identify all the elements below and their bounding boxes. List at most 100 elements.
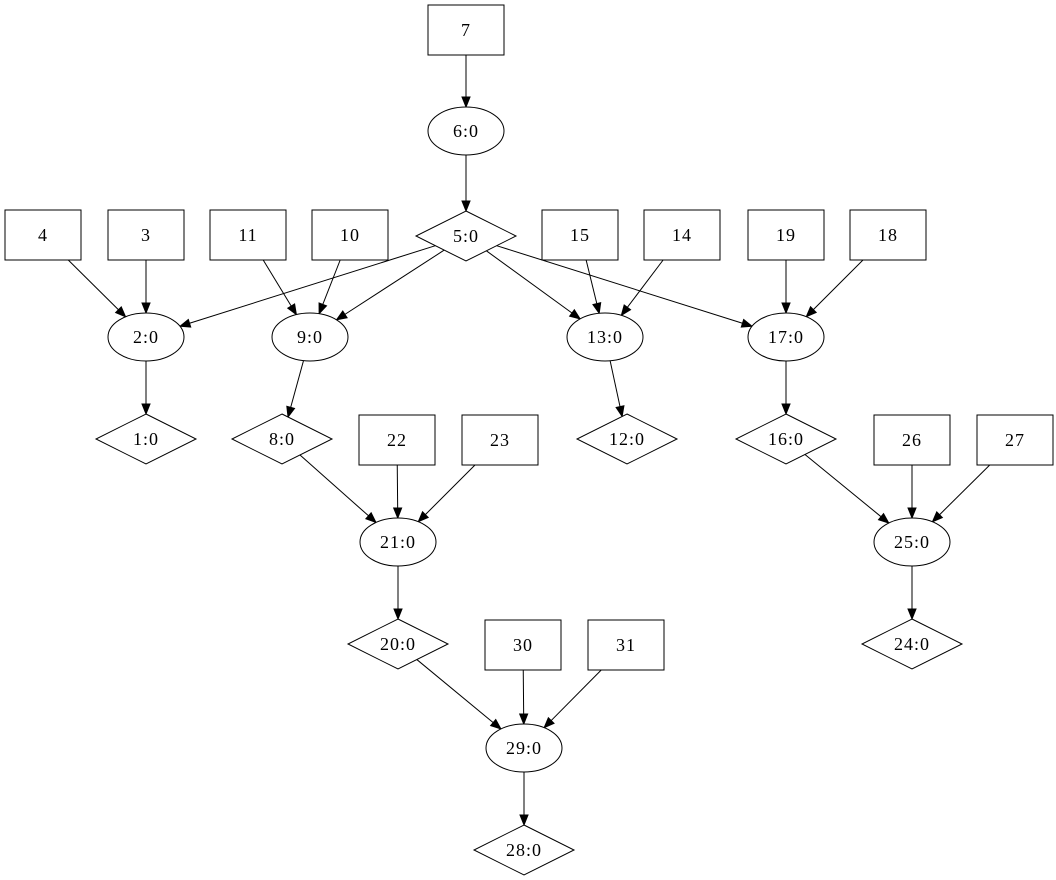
arrowhead	[781, 302, 791, 315]
diamond-node-shape	[414, 210, 518, 262]
arrowhead	[392, 507, 403, 520]
edge-9-0-to-8-0	[286, 360, 304, 419]
edge-26-to-25-0	[907, 465, 917, 520]
box-node-shape	[873, 414, 951, 466]
node-label: 15	[570, 225, 590, 245]
arrowhead	[417, 510, 430, 523]
edge-line	[813, 259, 864, 310]
edge-17-0-to-16-0	[781, 361, 791, 416]
edge-5-0-to-17-0	[496, 245, 754, 328]
node-20-0: 20:0	[346, 618, 450, 670]
edge-5-0-to-13-0	[486, 250, 582, 320]
node-4: 4	[4, 209, 82, 261]
edge-line	[609, 360, 621, 407]
node-31: 31	[587, 619, 665, 671]
edge-22-to-21-0	[392, 464, 403, 520]
box-node-shape	[311, 209, 389, 261]
edge-line	[299, 454, 369, 517]
node-label: 28:0	[506, 840, 542, 860]
edge-line	[67, 259, 119, 311]
arrowhead	[335, 310, 348, 321]
arrowhead	[740, 318, 754, 328]
box-node-shape	[107, 209, 185, 261]
edge-line	[189, 245, 436, 324]
edge-8-0-to-21-0	[299, 454, 377, 524]
node-24-0: 24:0	[860, 618, 964, 670]
edge-line	[416, 659, 494, 723]
arrowhead	[620, 304, 632, 317]
node-7: 7	[427, 4, 505, 56]
arrowhead	[907, 507, 917, 520]
node-label: 14	[672, 225, 692, 245]
node-14: 14	[643, 209, 721, 261]
node-label: 13:0	[587, 327, 623, 347]
edge-line	[496, 245, 743, 324]
edge-3-to-2-0	[141, 260, 151, 315]
box-node-shape	[541, 209, 619, 261]
ellipse-node-shape	[359, 517, 437, 567]
node-2-0: 2:0	[107, 312, 185, 362]
edge-line	[550, 669, 602, 721]
edge-19-to-17-0	[781, 260, 791, 315]
node-3: 3	[107, 209, 185, 261]
node-label: 3	[141, 225, 151, 245]
node-6-0: 6:0	[427, 106, 505, 156]
arrowhead	[141, 302, 151, 315]
node-10: 10	[311, 209, 389, 261]
box-node-shape	[358, 414, 436, 466]
diamond-node-shape	[346, 618, 450, 670]
arrowhead	[318, 302, 328, 315]
node-5-0: 5:0	[414, 210, 518, 262]
arrowhead	[364, 511, 377, 524]
node-label: 2:0	[133, 327, 159, 347]
edge-31-to-29-0	[543, 669, 602, 729]
node-17-0: 17:0	[747, 312, 825, 362]
node-21-0: 21:0	[359, 517, 437, 567]
box-node-shape	[643, 209, 721, 261]
box-node-shape	[747, 209, 825, 261]
node-30: 30	[484, 619, 562, 671]
ellipse-node-shape	[427, 106, 505, 156]
edge-27-to-25-0	[931, 464, 991, 523]
node-28-0: 28:0	[472, 824, 576, 876]
edge-line	[290, 360, 304, 408]
node-label: 20:0	[380, 634, 416, 654]
box-node-shape	[849, 209, 927, 261]
edge-21-0-to-20-0	[393, 566, 403, 621]
arrowhead	[489, 718, 502, 730]
arrowhead	[568, 308, 582, 320]
diamond-node-shape	[575, 413, 679, 465]
node-label: 4	[38, 225, 48, 245]
diamond-node-shape	[860, 618, 964, 670]
arrowhead	[518, 713, 529, 726]
node-label: 6:0	[453, 121, 479, 141]
edges-layer	[67, 55, 991, 827]
edge-5-0-to-9-0	[335, 249, 445, 321]
node-label: 31	[616, 635, 636, 655]
node-label: 24:0	[894, 634, 930, 654]
arrowhead	[461, 200, 471, 213]
ellipse-node-shape	[873, 517, 951, 567]
node-15: 15	[541, 209, 619, 261]
arrowhead	[519, 814, 529, 827]
node-label: 9:0	[297, 327, 323, 347]
node-12-0: 12:0	[575, 413, 679, 465]
node-label: 27	[1005, 430, 1025, 450]
node-label: 18	[878, 225, 898, 245]
arrowhead	[286, 405, 296, 419]
ellipse-node-shape	[271, 312, 349, 362]
node-label: 23	[490, 430, 510, 450]
node-label: 30	[513, 635, 533, 655]
edge-2-0-to-1-0	[141, 361, 151, 416]
node-label: 10	[340, 225, 360, 245]
node-label: 16:0	[768, 429, 804, 449]
edge-4-to-2-0	[67, 259, 127, 318]
edge-15-to-13-0	[585, 259, 602, 315]
edge-6-0-to-5-0	[461, 155, 471, 213]
node-8-0: 8:0	[230, 413, 334, 465]
edge-16-0-to-25-0	[804, 454, 890, 524]
edge-25-0-to-24-0	[907, 566, 917, 621]
node-26: 26	[873, 414, 951, 466]
arrowhead	[178, 318, 192, 328]
